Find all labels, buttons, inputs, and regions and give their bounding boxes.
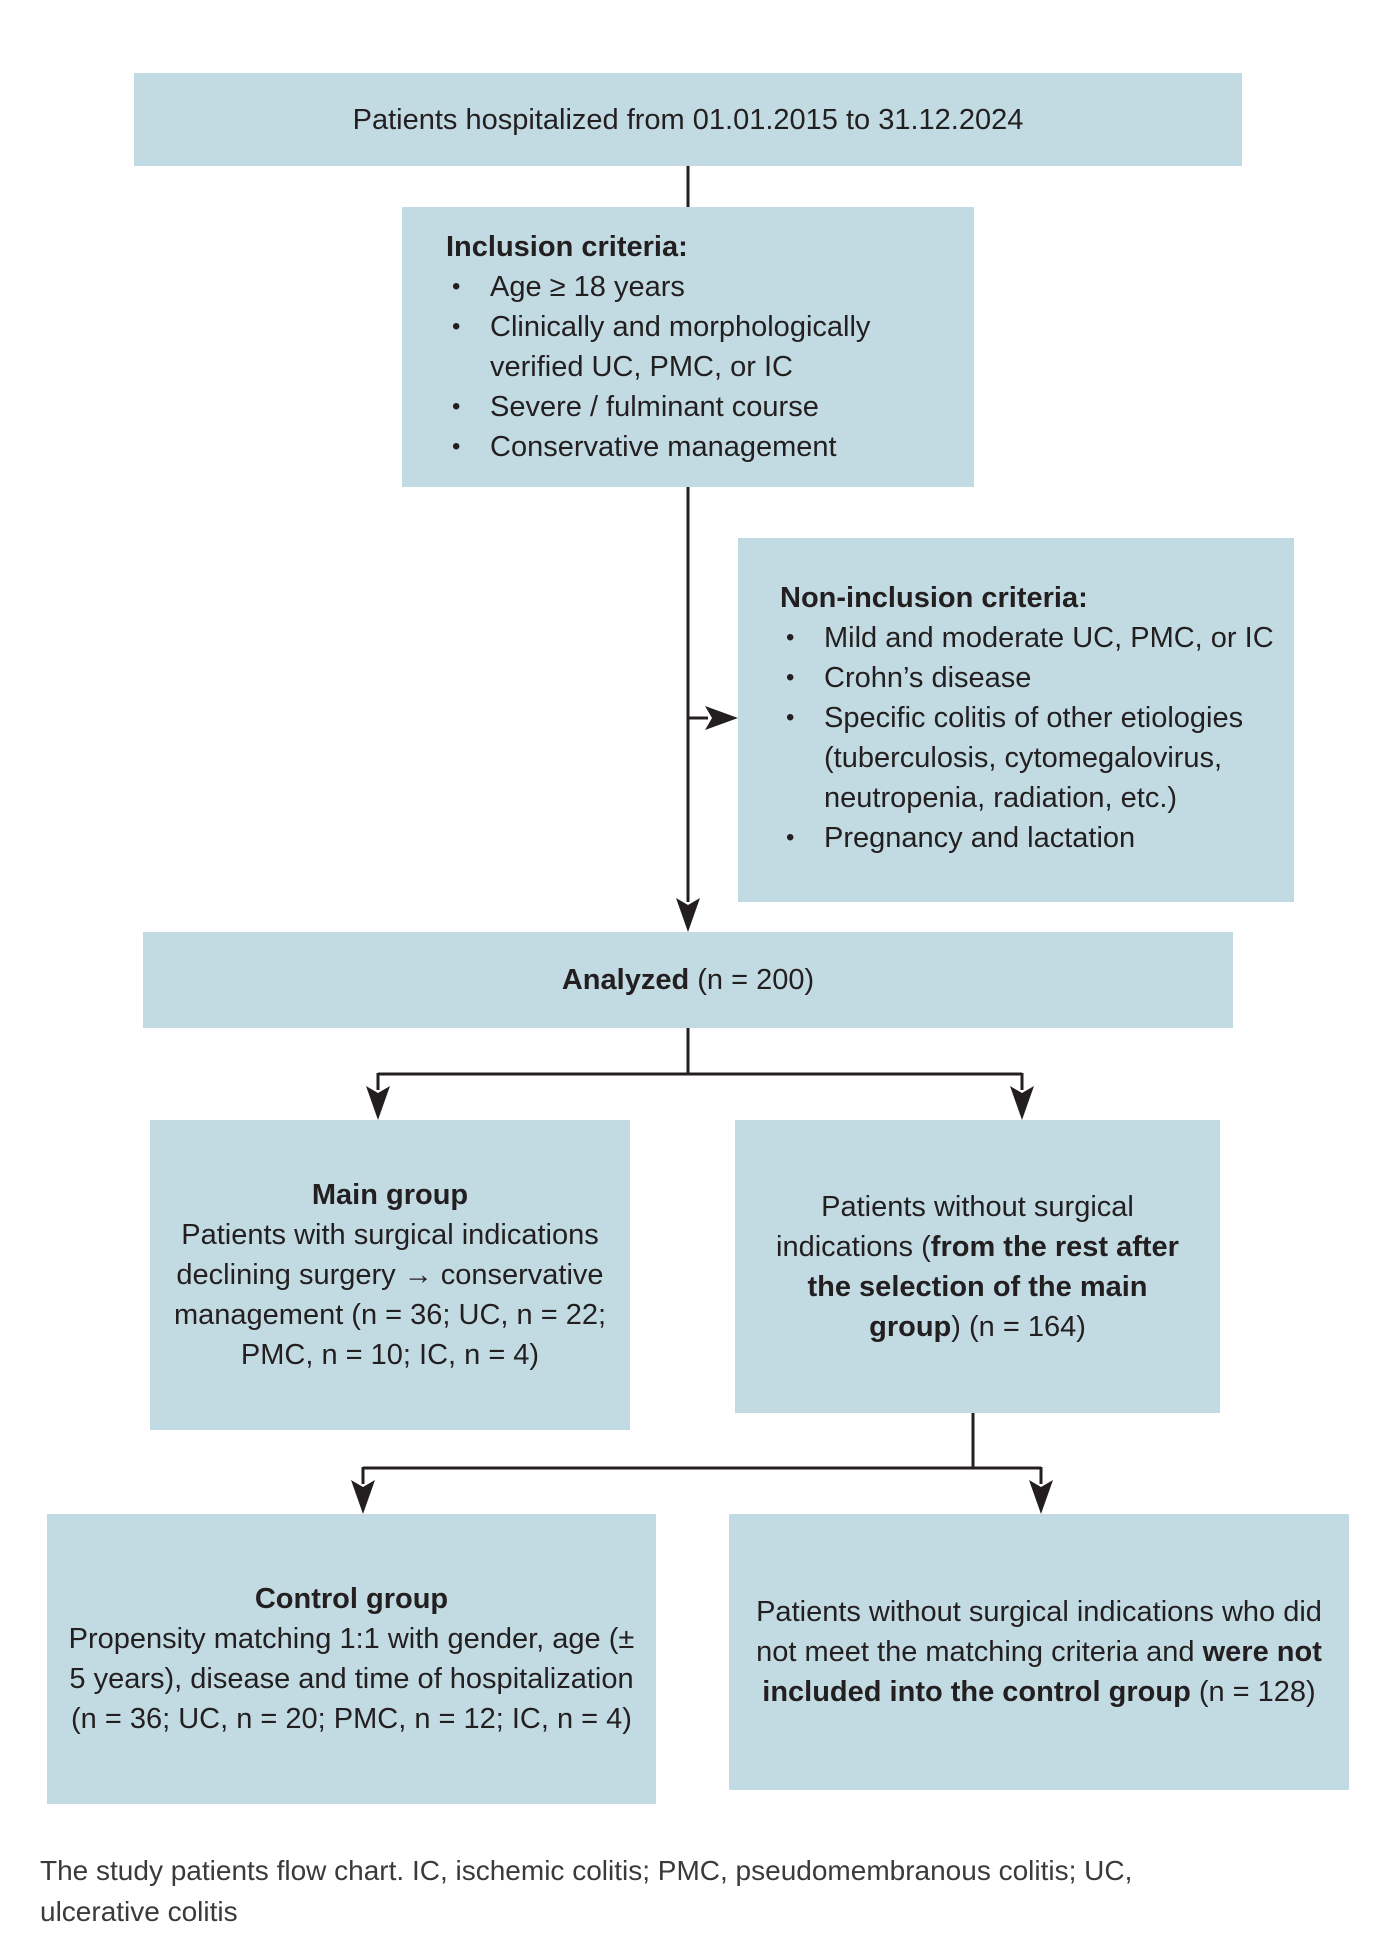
- non-inclusion-title: Non-inclusion criteria:: [780, 582, 1088, 614]
- inclusion-list: • Age ≥ 18 years • Clinically and morpholo…: [446, 267, 950, 467]
- figure-caption: The study patients flow chart. IC, ische…: [40, 1855, 1133, 1927]
- list-item: • Conservative management: [446, 427, 950, 467]
- without-indications-post: ) (n = 164): [951, 1310, 1086, 1343]
- without-indications-bold: from the rest after the selection of the…: [807, 1230, 1179, 1343]
- analyzed-text: Analyzed (n = 200): [562, 960, 814, 1000]
- inclusion-item: Conservative management: [490, 431, 837, 463]
- non-inclusion-item: Mild and moderate UC, PMC, or IC: [824, 622, 1274, 654]
- bullet-icon: •: [452, 313, 461, 340]
- hospitalized-text: Patients hospitalized from 01.01.2015 to…: [352, 103, 1024, 136]
- list-item: • Crohn’s disease: [780, 658, 1274, 698]
- box-without-indications: Patients without surgical indications (f…: [735, 1120, 1220, 1413]
- arrow-down-main-group-icon: [366, 1086, 390, 1120]
- bullet-icon: •: [786, 704, 795, 731]
- arrow-down-not-included-icon: [1029, 1480, 1053, 1514]
- non-inclusion-item: Crohn’s disease: [824, 662, 1032, 694]
- non-inclusion-item: Pregnancy and lactation: [824, 822, 1136, 854]
- list-item: • Pregnancy and lactation: [780, 818, 1274, 858]
- inclusion-item: Severe / fulminant course: [490, 391, 819, 423]
- without-indications-text: Patients without surgical indications (f…: [761, 1187, 1194, 1347]
- box-not-included: Patients without surgical indications wh…: [729, 1514, 1349, 1790]
- list-item: • Clinically and morphologically verified…: [446, 307, 950, 387]
- box-control-group: Control group Propensity matching 1:1 wi…: [47, 1514, 656, 1804]
- analyzed-label: Analyzed: [561, 964, 690, 996]
- list-item: • Age ≥ 18 years: [446, 267, 950, 307]
- not-included-pre: Patients without surgical indications wh…: [756, 1596, 1322, 1668]
- bullet-icon: •: [452, 433, 461, 460]
- list-item: • Mild and moderate UC, PMC, or IC: [780, 618, 1274, 658]
- main-group-text: Patients with surgical indications decli…: [173, 1219, 607, 1371]
- arrow-down-control-group-icon: [351, 1480, 375, 1514]
- list-item: • Specific colitis of other etiologies (t…: [780, 698, 1274, 818]
- non-inclusion-item: Specific colitis of other etiologies (tu…: [824, 702, 1244, 814]
- box-main-group: Main group Patients with surgical indica…: [150, 1120, 630, 1430]
- bullet-icon: •: [786, 624, 795, 651]
- bullet-icon: •: [786, 824, 795, 851]
- without-indications-pre: Patients without surgical indications (: [776, 1190, 1134, 1263]
- bullet-icon: •: [452, 393, 461, 420]
- bullet-icon: •: [452, 273, 461, 300]
- analyzed-count: (n = 200): [689, 964, 815, 996]
- bullet-icon: •: [786, 664, 795, 691]
- main-group-title: Main group: [311, 1179, 469, 1211]
- inclusion-item: Clinically and morphologically verified …: [490, 311, 871, 383]
- inclusion-title: Inclusion criteria:: [446, 231, 688, 263]
- not-included-bold: were not included into the control group: [762, 1636, 1322, 1708]
- control-group-text: Propensity matching 1:1 with gender, age…: [68, 1623, 635, 1735]
- list-item: • Severe / fulminant course: [446, 387, 950, 427]
- control-group-title: Control group: [254, 1583, 449, 1615]
- arrow-right-noninclusion-icon: [705, 706, 738, 730]
- box-hospitalized: Patients hospitalized from 01.01.2015 to…: [134, 73, 1242, 166]
- inclusion-item: Age ≥ 18 years: [490, 271, 685, 303]
- arrow-down-analyzed-icon: [676, 898, 700, 932]
- box-analyzed: Analyzed (n = 200): [143, 932, 1233, 1028]
- box-non-inclusion-criteria: Non-inclusion criteria: • Mild and modera…: [738, 538, 1294, 902]
- non-inclusion-list: • Mild and moderate UC, PMC, or IC • Crohn…: [780, 618, 1274, 858]
- not-included-post: (n = 128): [1190, 1676, 1316, 1708]
- arrow-down-no-indications-icon: [1010, 1086, 1034, 1120]
- not-included-text: Patients without surgical indications wh…: [745, 1592, 1333, 1712]
- box-inclusion-criteria: Inclusion criteria: • Age ≥ 18 years • Cli…: [402, 207, 974, 487]
